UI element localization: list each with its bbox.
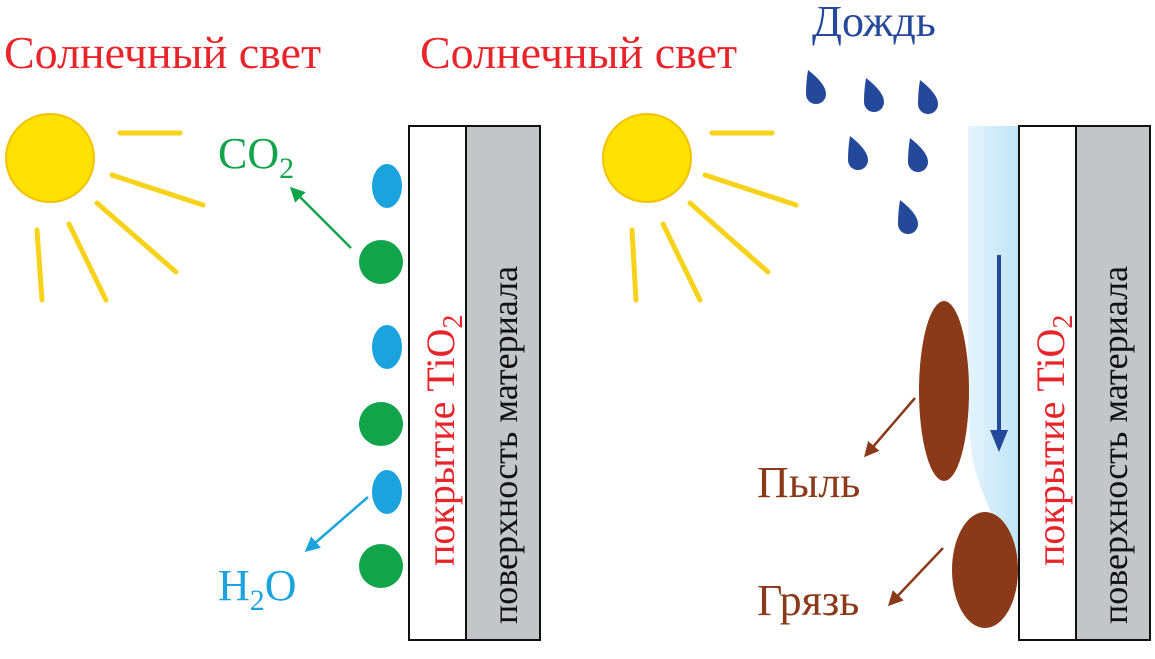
dust-label: Пыль: [757, 458, 860, 507]
left-material-surface: [465, 125, 541, 641]
dirt-label: Грязь: [757, 576, 859, 625]
raindrop-icon: [908, 138, 928, 172]
left-coating-label: покрытие TiO2: [418, 315, 469, 566]
rain-label: Дождь: [812, 0, 936, 46]
dirt-particle: [952, 512, 1018, 628]
right-material-surface: [1075, 125, 1151, 641]
h2o-molecule: [372, 164, 402, 208]
h2o-arrow: [304, 496, 369, 552]
raindrop-icon: [864, 78, 884, 112]
dust-particle: [919, 301, 969, 481]
left-molecules: [359, 164, 403, 588]
raindrops: [806, 70, 938, 234]
raindrop-icon: [898, 200, 918, 234]
raindrop-icon: [806, 70, 826, 104]
h2o-label: H2O: [218, 561, 297, 617]
co2-molecule: [359, 544, 403, 588]
right-tio2-coating-layer: [1018, 125, 1077, 641]
water-flow-arrowhead: [990, 430, 1008, 452]
dirt-arrow: [887, 547, 944, 607]
co2-arrow: [289, 186, 352, 249]
co2-molecule: [359, 240, 403, 284]
dust-arrow: [864, 397, 916, 458]
co2-molecule: [359, 402, 403, 446]
raindrop-icon: [918, 80, 938, 114]
h2o-molecule: [372, 470, 402, 514]
left-sun-icon: [5, 113, 206, 303]
left-sunlight-label: Солнечный свет: [4, 27, 321, 78]
co2-label: CO2: [218, 129, 294, 185]
left-panel: Солнечный свет CO2 H2O: [4, 27, 541, 641]
right-sun-icon: [602, 113, 799, 303]
right-panel: Солнечный свет Дождь: [420, 0, 1151, 641]
right-sunlight-label: Солнечный свет: [420, 27, 737, 78]
right-coating-label: покрытие TiO2: [1028, 315, 1079, 566]
h2o-molecule: [372, 325, 402, 369]
right-surface-label: поверхность материала: [1095, 266, 1135, 624]
raindrop-icon: [848, 136, 868, 170]
left-surface-label: поверхность материала: [485, 266, 525, 624]
water-film: [968, 126, 1019, 560]
